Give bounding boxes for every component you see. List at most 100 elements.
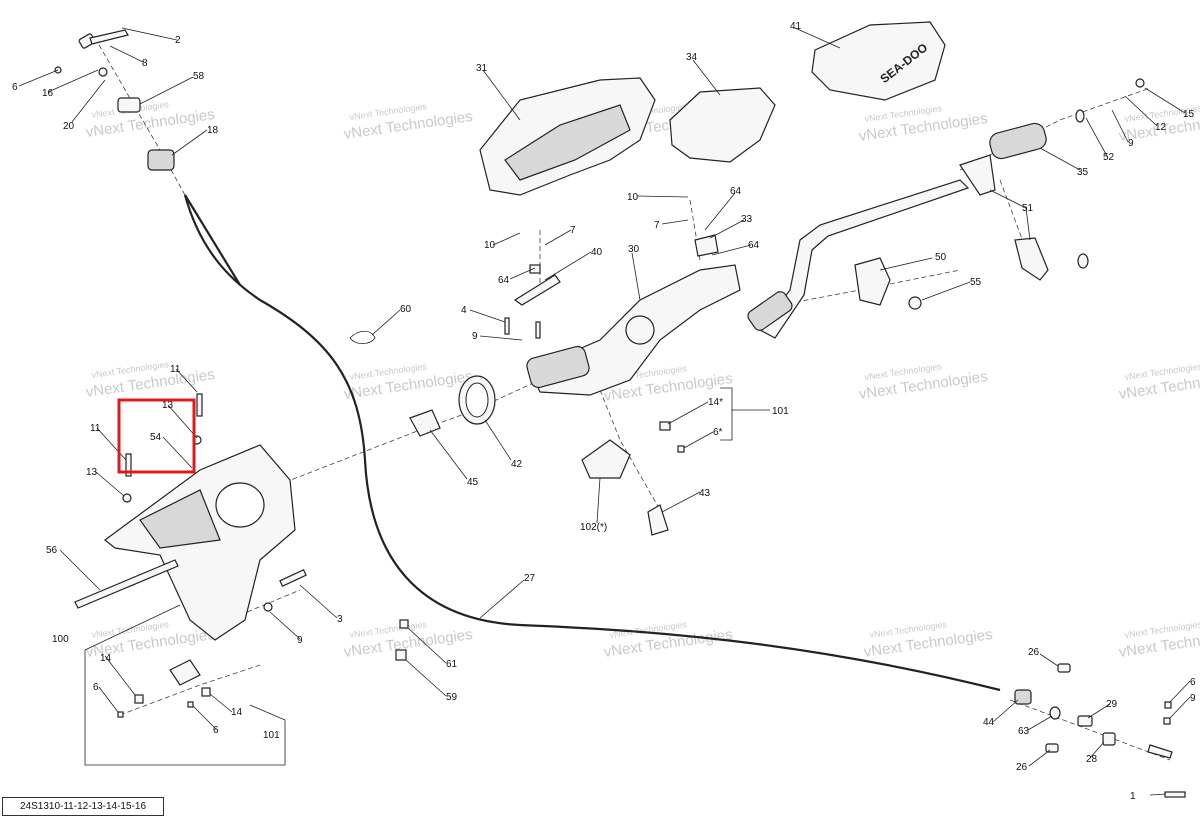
callout-56: 56	[46, 545, 58, 556]
callout-6-right: 6	[1190, 677, 1196, 688]
lever-51	[959, 154, 1049, 281]
callout-55: 55	[970, 277, 982, 288]
callout-11-left: 11	[90, 423, 101, 434]
part-6-star	[677, 445, 685, 453]
ring-right	[1077, 253, 1089, 269]
callout-6: 6	[12, 82, 18, 93]
callout-40: 40	[591, 247, 603, 258]
leader-lines	[18, 27, 1191, 796]
cover-41: SEA-DOO	[811, 21, 946, 101]
part-100-sensor	[169, 659, 201, 686]
callout-101-low: 101	[263, 730, 280, 741]
washer-13-left	[122, 493, 132, 503]
callout-102: 102(*)	[580, 522, 607, 533]
callout-60: 60	[400, 304, 412, 315]
cover-34	[669, 87, 776, 163]
group-brackets	[84, 387, 770, 766]
callout-101-mid: 101	[772, 406, 789, 417]
callout-34: 34	[686, 52, 698, 63]
callout-59: 59	[446, 692, 458, 703]
callout-13-top: 13	[162, 400, 174, 411]
bushing-45	[409, 409, 441, 437]
part-14b	[201, 687, 211, 697]
screw-4	[504, 317, 510, 335]
steering-support-54	[104, 444, 296, 641]
callout-29: 29	[1106, 699, 1118, 710]
callout-1: 1	[1130, 791, 1136, 802]
callout-9-low: 9	[297, 635, 303, 646]
upper-cover-31	[479, 77, 656, 196]
washer-9	[263, 602, 273, 612]
callout-63: 63	[1018, 726, 1030, 737]
cable-end-hardware	[54, 29, 175, 171]
callout-6-low-right: 6	[213, 725, 219, 736]
callout-16: 16	[42, 88, 54, 99]
callout-10-left: 10	[484, 240, 496, 251]
callout-64-right: 64	[748, 240, 760, 251]
callout-64-top: 64	[730, 186, 742, 197]
callout-61: 61	[446, 659, 458, 670]
callout-58: 58	[193, 71, 205, 82]
callout-6-low: 6	[93, 682, 99, 693]
callout-43: 43	[699, 488, 711, 499]
handlebar	[747, 179, 970, 339]
steering-stem-30	[526, 264, 741, 396]
callout-9-right: 9	[1190, 693, 1196, 704]
callout-45: 45	[467, 477, 479, 488]
part-43	[647, 504, 669, 536]
callout-44: 44	[983, 717, 995, 728]
callout-54: 54	[150, 432, 162, 443]
callout-12: 12	[1155, 122, 1167, 133]
screw-9	[535, 321, 541, 339]
callout-41: 41	[790, 21, 802, 32]
callout-18: 18	[207, 125, 219, 136]
screw-11-left	[125, 453, 132, 477]
callout-7: 7	[654, 220, 660, 231]
figure-code-label: 24S1310-11-12-13-14-15-16	[2, 797, 164, 816]
callout-50: 50	[935, 252, 947, 263]
washer-52	[1075, 109, 1085, 123]
part-102	[581, 439, 631, 479]
highlight-box	[117, 398, 196, 474]
callout-9-mid: 9	[472, 331, 478, 342]
callout-27: 27	[524, 573, 536, 584]
part-59	[395, 649, 407, 661]
callout-20: 20	[63, 121, 75, 132]
callout-13-left: 13	[86, 467, 98, 478]
callouts: 2 8 6 16 20 58 18 31 34 41 15 12 9 52 35…	[12, 21, 1196, 802]
callout-6-star: 6*	[713, 427, 723, 438]
bracket-33	[694, 234, 719, 257]
callout-30: 30	[628, 244, 640, 255]
callout-15: 15	[1183, 109, 1195, 120]
part-14	[134, 694, 144, 704]
callout-3: 3	[337, 614, 343, 625]
callout-10: 10	[627, 192, 639, 203]
clip-60	[349, 330, 376, 345]
clamp-50	[854, 257, 891, 306]
screw-15	[1135, 78, 1145, 88]
callout-26-low: 26	[1016, 762, 1028, 773]
callout-100: 100	[52, 634, 69, 645]
callout-14-low: 14	[231, 707, 243, 718]
callout-14: 14	[100, 653, 112, 664]
callout-8: 8	[142, 58, 148, 69]
callout-7-left: 7	[570, 225, 576, 236]
lever-40	[513, 274, 561, 306]
callout-28: 28	[1086, 754, 1098, 765]
callout-9: 9	[1128, 138, 1134, 149]
callout-14-star: 14*	[708, 397, 723, 408]
part-14-star	[659, 421, 671, 431]
callout-2: 2	[175, 35, 181, 46]
screw-11-top	[196, 393, 203, 417]
callout-51: 51	[1022, 203, 1034, 214]
callout-11-top: 11	[170, 364, 181, 375]
callout-42: 42	[511, 459, 523, 470]
bolt-3	[279, 568, 307, 588]
callout-64-left: 64	[498, 275, 510, 286]
part-64	[529, 264, 541, 274]
part-6	[117, 711, 124, 718]
part-6b	[187, 701, 194, 708]
throttle-cable	[183, 194, 1001, 692]
rod-56	[74, 559, 179, 609]
